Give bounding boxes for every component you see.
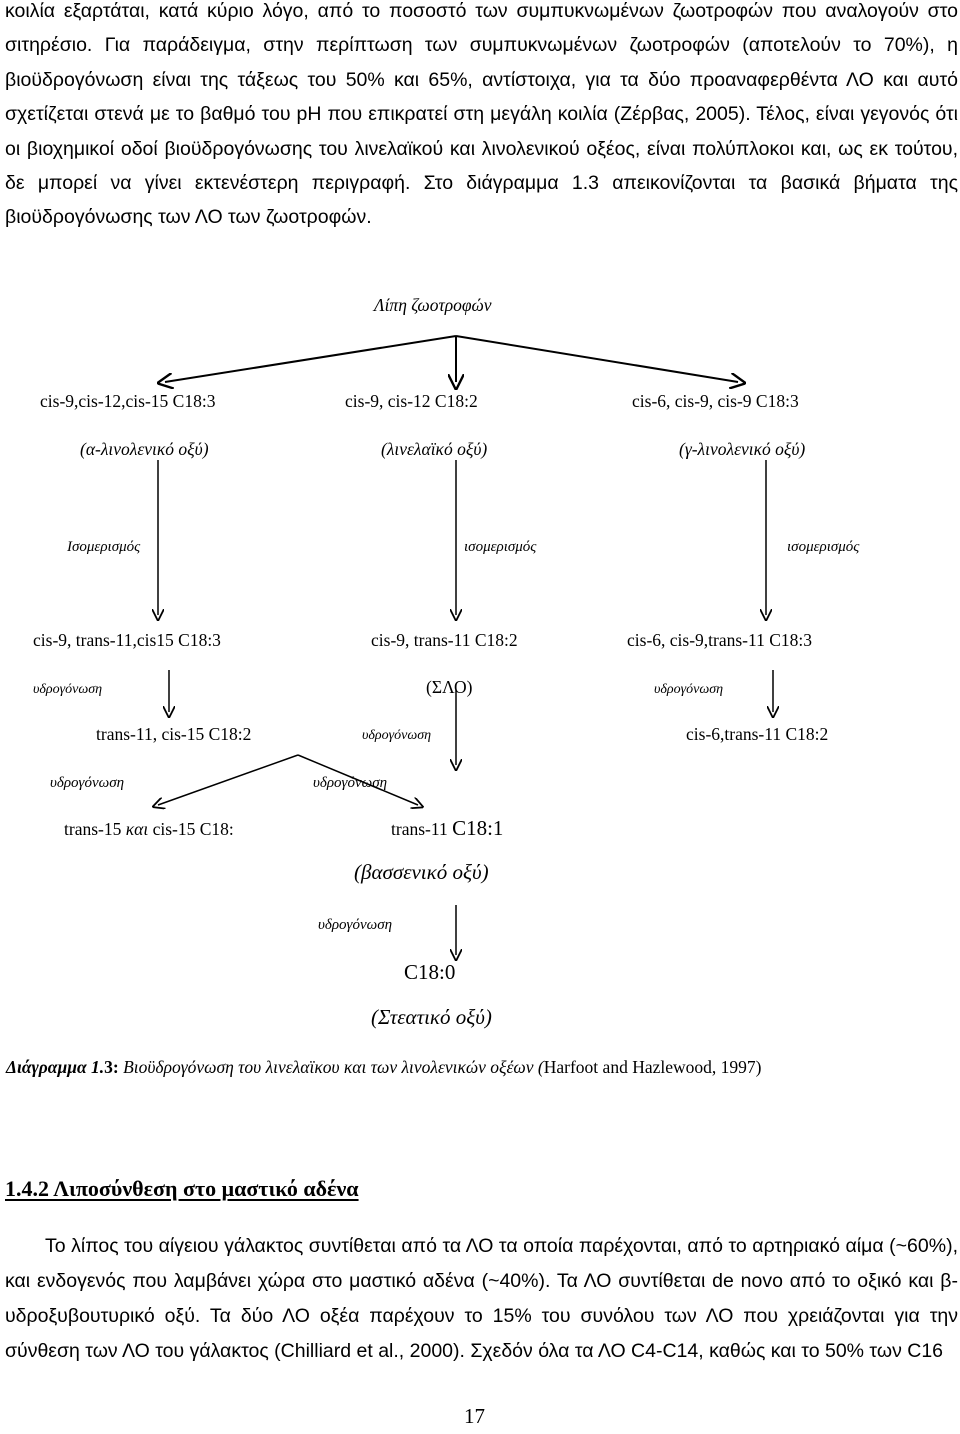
isomerization-label-left: Ισομερισμός	[67, 539, 141, 555]
stearic-acid-label: (Στεατικό οξύ)	[371, 1005, 492, 1029]
caption-text: Βιοϋδρογόνωση του λινελαϊκου και των λιν…	[123, 1057, 544, 1077]
split-arrow-left	[158, 754, 299, 805]
intermediate-right: cis-6,trans-11 C18:2	[686, 724, 829, 744]
trans11-c18-1: trans-11 C18:1	[391, 816, 503, 841]
trans15-conj: και	[125, 819, 149, 839]
isomer-mid: cis-9, trans-11 C18:2	[371, 630, 518, 650]
page-number: 17	[464, 1404, 485, 1428]
hydrogenation-label-split-left: υδρογόνωση	[50, 775, 125, 791]
root-branch-right	[455, 335, 738, 382]
acid-name-gamma: (γ-λινολενικό οξύ)	[679, 439, 806, 459]
root-branch-left	[165, 335, 457, 382]
split-arrow-right	[297, 754, 418, 805]
acid-formula-alpha: cis-9,cis-12,cis-15 C18:3	[40, 391, 216, 411]
isomerization-label-right: ισομερισμός	[787, 539, 860, 555]
intro-paragraph: κοιλία εξαρτάται, κατά κύριο λόγο, από τ…	[5, 0, 958, 229]
hydrogenation-label-left: υδρογόνωση	[33, 682, 103, 697]
isomer-right: cis-6, cis-9,trans-11 C18:3	[627, 630, 813, 650]
caption-label-number: 3:	[104, 1057, 119, 1077]
hydrogenation-label-mid: υδρογόνωση	[362, 728, 432, 743]
section-heading: 1.4.2 Λιποσύνθεση στο μαστικό αδένα	[5, 1176, 359, 1201]
diagram-root: Λίπη ζωοτροφών	[374, 295, 492, 315]
trans11-suffix: C18:1	[452, 816, 504, 840]
intermediate-left: trans-11, cis-15 C18:2	[96, 724, 252, 744]
caption-label: Διάγραμμα 1.	[6, 1057, 105, 1077]
trans15-cis15: trans-15 και cis-15 C18:	[64, 819, 234, 840]
diagram-caption: Διάγραμμα 1.3: Βιοϋδρογόνωση του λινελαϊ…	[6, 1057, 761, 1078]
trans15-suffix: cis-15 C18:	[148, 819, 234, 839]
section-paragraph: Το λίπος του αίγειου γάλακτος συντίθεται…	[5, 1235, 958, 1362]
trans15-prefix: trans-15	[64, 819, 126, 839]
vaccenic-acid-label: (βασσενικό οξύ)	[354, 860, 489, 884]
acid-name-alpha: (α-λινολενικό οξύ)	[80, 439, 209, 459]
acid-formula-linoleic: cis-9, cis-12 C18:2	[345, 391, 478, 411]
trans11-prefix: trans-11	[391, 819, 453, 839]
acid-name-linoleic: (λινελαϊκό οξύ)	[381, 439, 488, 459]
hydrogenation-label-split-right: υδρογόνωση	[313, 775, 388, 791]
hydrogenation-label-final: υδρογόνωση	[318, 917, 393, 933]
hydrogenation-label-right: υδρογόνωση	[654, 682, 724, 697]
isomer-left: cis-9, trans-11,cis15 C18:3	[33, 630, 221, 650]
final-product: C18:0	[404, 960, 456, 984]
cla-label: (ΣΛΟ)	[426, 677, 473, 697]
acid-formula-gamma: cis-6, cis-9, cis-9 C18:3	[632, 391, 799, 411]
caption-source: Harfoot and Hazlewood, 1997)	[543, 1057, 762, 1077]
isomerization-label-mid: ισομερισμός	[464, 539, 537, 555]
